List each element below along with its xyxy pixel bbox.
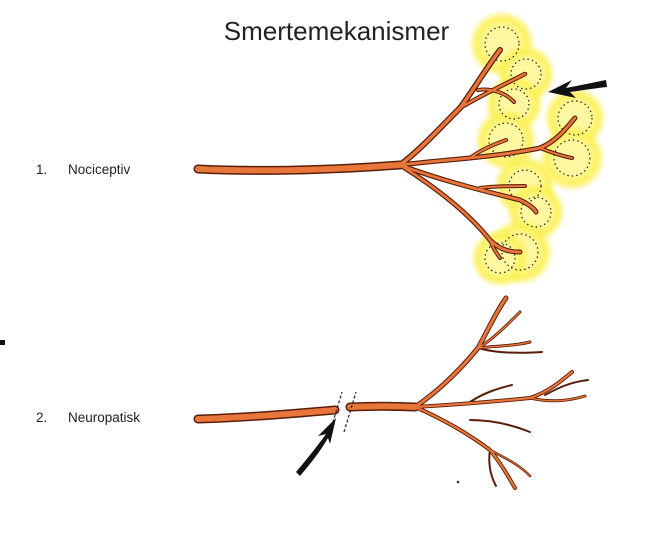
injury-arrow <box>296 418 336 476</box>
neuropathic-nerve <box>198 298 588 488</box>
stray-dot <box>457 481 460 484</box>
injury-line <box>344 392 356 432</box>
stray-mark <box>0 340 5 345</box>
